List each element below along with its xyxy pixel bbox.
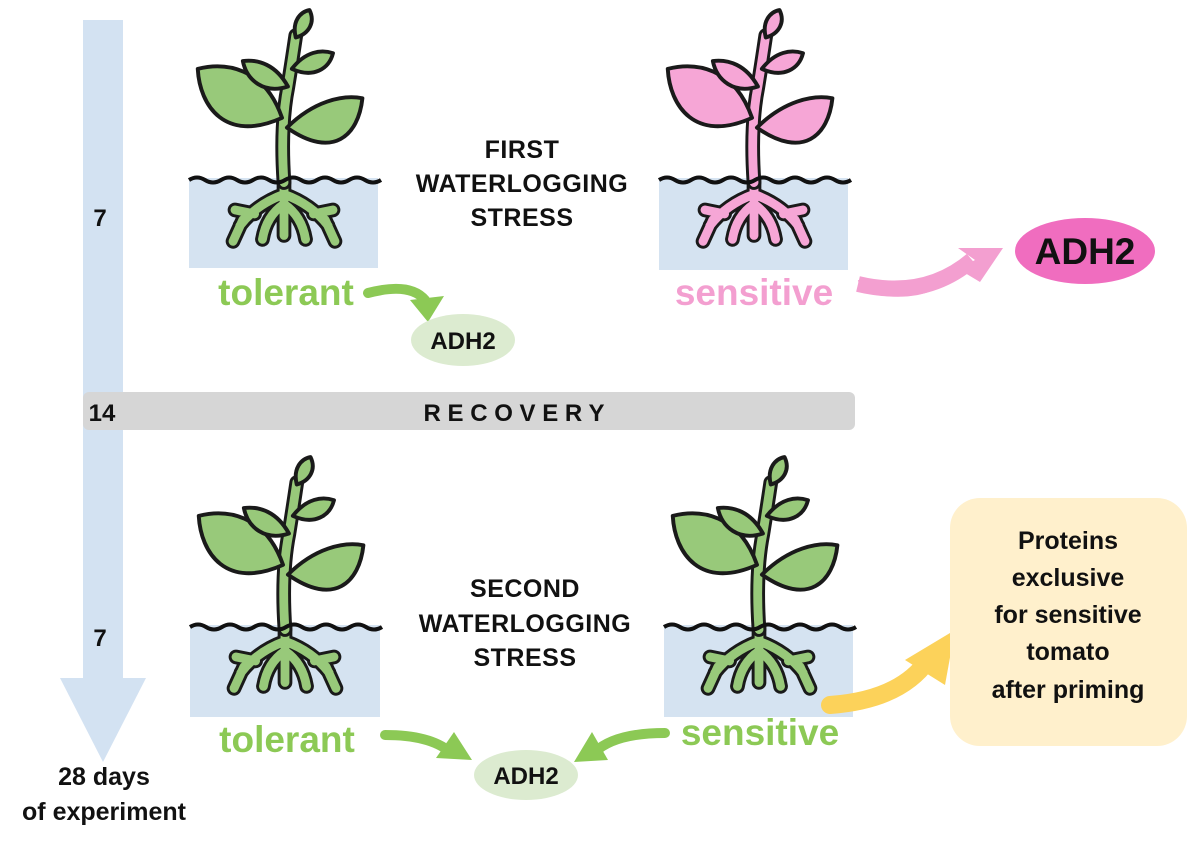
tolerant-plant-second (188, 457, 384, 717)
adh2-ellipse-shared (474, 750, 578, 800)
proteins-line-3: for sensitive (994, 601, 1141, 629)
sensitive-plant-first (657, 10, 853, 270)
second-stress-heading-1: SECOND (470, 575, 580, 603)
sensitive-to-proteins-arrow (821, 630, 955, 714)
adh2-label-sensitive-first: ADH2 (1035, 231, 1136, 272)
adh2-ellipse-tolerant-first (411, 314, 515, 366)
sensitive-plant-second (662, 457, 858, 717)
proteins-line-2: exclusive (1012, 564, 1125, 592)
proteins-line-1: Proteins (1018, 527, 1118, 555)
first-stress-heading-1: FIRST (485, 136, 560, 164)
sensitive-to-shared-adh2-arrow (574, 728, 670, 762)
second-stress-heading-2: WATERLOGGING (419, 610, 631, 638)
footer-experiment: of experiment (22, 798, 187, 826)
tolerant-label-first: tolerant (218, 272, 354, 313)
day-label-first: 7 (93, 205, 106, 232)
second-stress-heading-3: STRESS (473, 644, 576, 672)
tolerant-plant-first (187, 10, 383, 268)
day-label-second: 7 (93, 625, 106, 652)
footer-days: 28 days (58, 763, 150, 791)
adh2-label-shared: ADH2 (493, 763, 558, 790)
proteins-line-5: after priming (992, 676, 1145, 704)
adh2-label-tolerant-first: ADH2 (430, 328, 495, 355)
timeline-arrow (60, 20, 146, 762)
day-label-recovery: 14 (89, 400, 116, 427)
proteins-line-4: tomato (1026, 638, 1109, 666)
tolerant-to-shared-adh2-arrow (380, 730, 472, 760)
sensitive-label-first: sensitive (675, 272, 833, 313)
recovery-bar (83, 392, 855, 430)
tolerant-label-second: tolerant (219, 719, 355, 760)
sensitive-to-adh2-arrow (856, 248, 1003, 297)
proteins-box (950, 498, 1187, 746)
tolerant-to-adh2-arrow (363, 283, 444, 322)
sensitive-label-second: sensitive (681, 712, 839, 753)
adh2-ellipse-sensitive-first (1015, 218, 1155, 284)
first-stress-heading-3: STRESS (470, 204, 573, 232)
recovery-label: R E C O V E R Y (424, 400, 605, 427)
first-stress-heading-2: WATERLOGGING (416, 170, 628, 198)
